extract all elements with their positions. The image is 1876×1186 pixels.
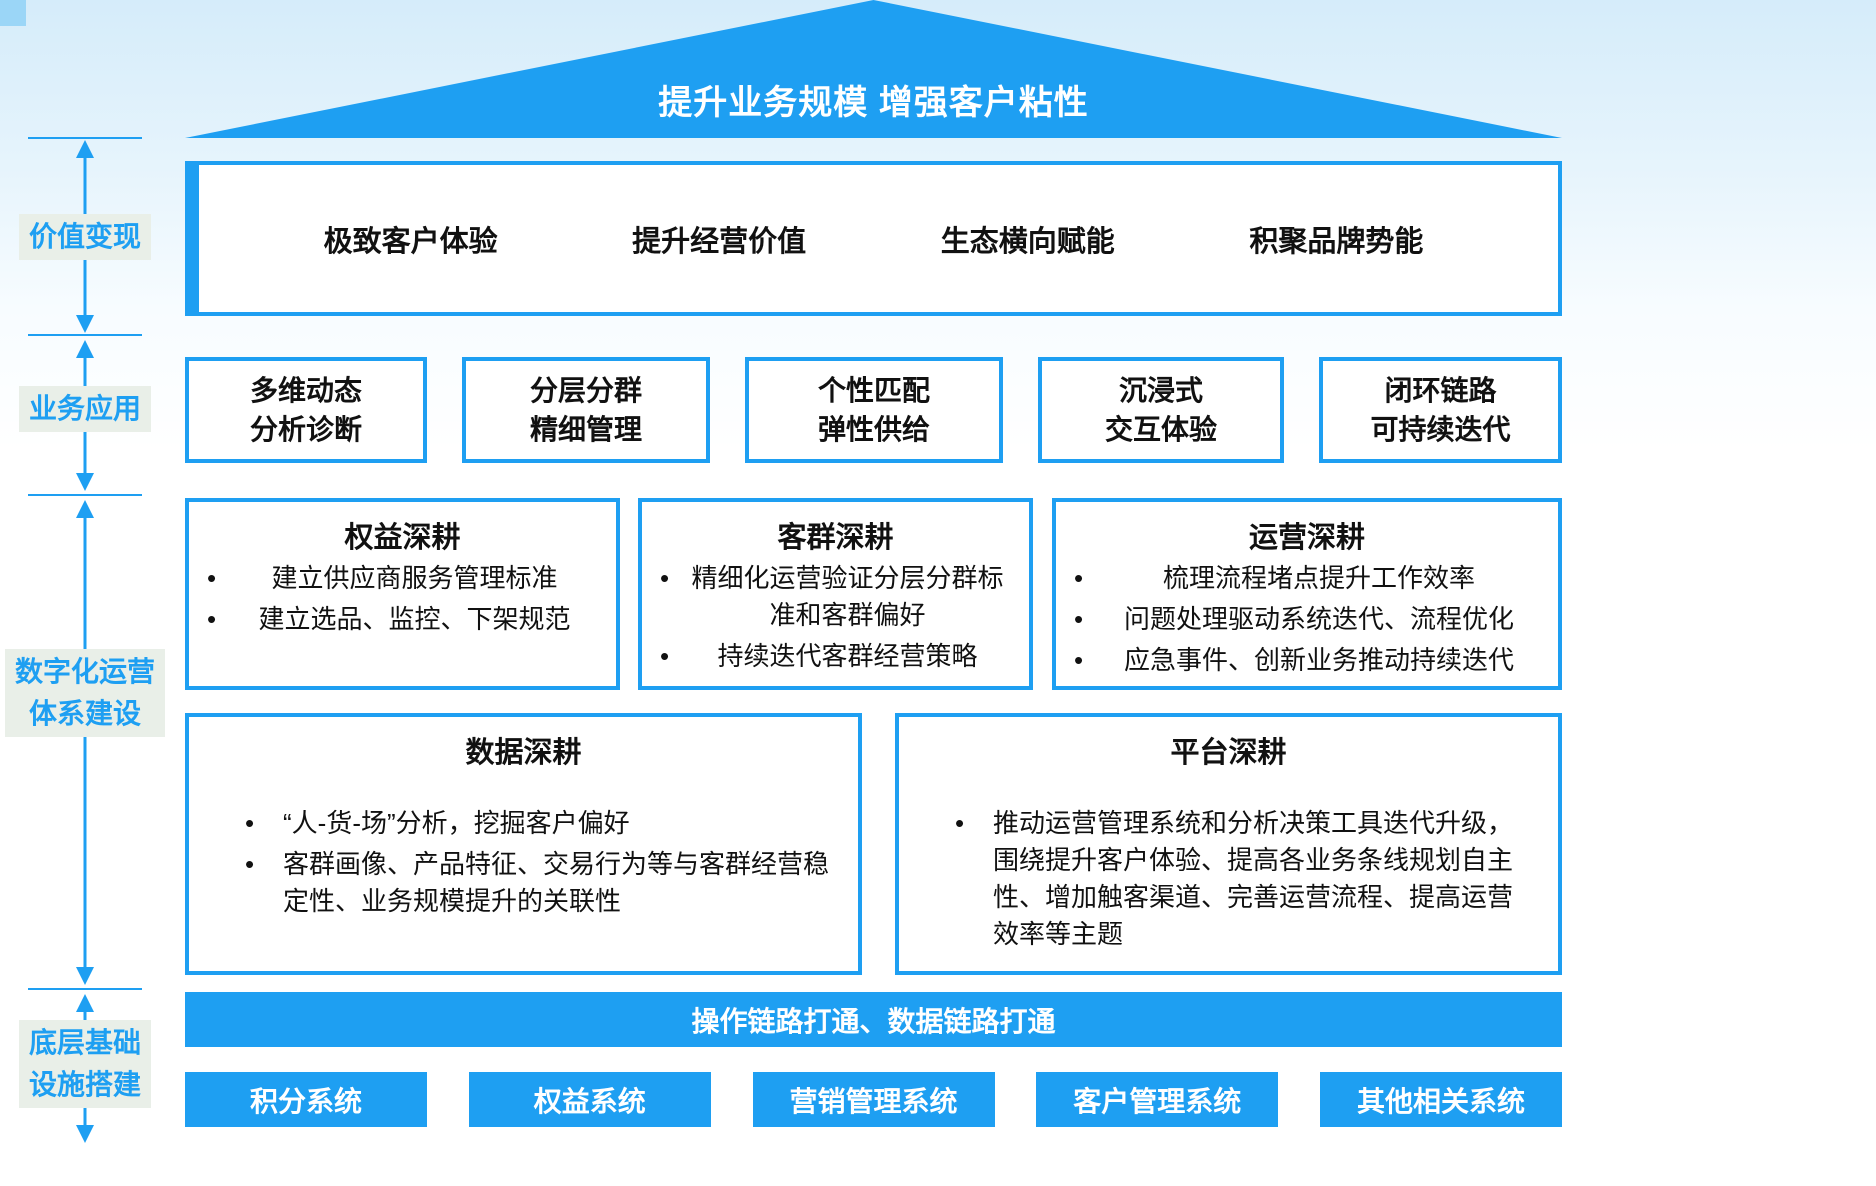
app-box-segmented-management: 分层分群 精细管理 (462, 357, 710, 463)
bullet-item: 精细化运营验证分层分群标准和客群偏好 (642, 560, 1029, 634)
value-outcomes-box: 极致客户体验 提升经营价值 生态横向赋能 积聚品牌势能 (185, 161, 1562, 316)
system-box-points: 积分系统 (185, 1072, 427, 1127)
card-title: 平台深耕 (1170, 737, 1287, 769)
card-bullet-list: 建立供应商服务管理标准 建立选品、监控、下架规范 (189, 560, 616, 638)
system-box-marketing: 营销管理系统 (752, 1072, 995, 1127)
bullet-item: 梳理流程堵点提升工作效率 (1056, 560, 1558, 597)
card-bullet-list: “人-货-场”分析，挖掘客户偏好 客群画像、产品特征、交易行为等与客群经营稳定性… (189, 805, 858, 920)
value-item-ecosystem-enablement: 生态横向赋能 (940, 225, 1115, 258)
card-platform-cultivation: 平台深耕 推动运营管理系统和分析决策工具迭代升级，围绕提升客户体验、提高各业务条… (895, 713, 1562, 975)
link-integration-bar: 操作链路打通、数据链路打通 (185, 992, 1562, 1047)
value-item-business-value: 提升经营价值 (632, 225, 807, 258)
bullet-item: 应急事件、创新业务推动持续迭代 (1056, 642, 1558, 679)
bullet-item: “人-货-场”分析，挖掘客户偏好 (189, 805, 858, 842)
app-box-immersive-interaction: 沉浸式 交互体验 (1038, 357, 1284, 463)
left-rail-arrows (28, 137, 142, 1143)
bullet-item: 建立供应商服务管理标准 (189, 560, 616, 597)
system-box-other: 其他相关系统 (1320, 1072, 1562, 1127)
card-benefit-cultivation: 权益深耕 建立供应商服务管理标准 建立选品、监控、下架规范 (185, 498, 620, 690)
card-bullet-list: 推动运营管理系统和分析决策工具迭代升级，围绕提升客户体验、提高各业务条线规划自主… (899, 805, 1558, 953)
bullet-item: 建立选品、监控、下架规范 (189, 601, 616, 638)
corner-decoration (0, 0, 26, 26)
card-operations-cultivation: 运营深耕 梳理流程堵点提升工作效率 问题处理驱动系统迭代、流程优化 应急事件、创… (1052, 498, 1562, 690)
app-box-dynamic-analysis: 多维动态 分析诊断 (185, 357, 427, 463)
app-box-personal-matching: 个性匹配 弹性供给 (745, 357, 1003, 463)
value-item-customer-experience: 极致客户体验 (323, 225, 498, 258)
bullet-item: 问题处理驱动系统迭代、流程优化 (1056, 601, 1558, 638)
bullet-item: 推动运营管理系统和分析决策工具迭代升级，围绕提升客户体验、提高各业务条线规划自主… (899, 805, 1558, 953)
card-title: 运营深耕 (1248, 522, 1365, 554)
system-box-crm: 客户管理系统 (1036, 1072, 1279, 1127)
card-title: 权益深耕 (344, 522, 461, 554)
systems-row: 积分系统 权益系统 营销管理系统 客户管理系统 其他相关系统 (185, 1072, 1562, 1127)
rail-label-digital-operations: 数字化运营 体系建设 (4, 649, 166, 737)
system-box-benefits: 权益系统 (468, 1072, 711, 1127)
roof-title: 提升业务规模 增强客户粘性 (658, 84, 1089, 122)
card-bullet-list: 梳理流程堵点提升工作效率 问题处理驱动系统迭代、流程优化 应急事件、创新业务推动… (1056, 560, 1558, 679)
card-title: 数据深耕 (465, 737, 582, 769)
app-capabilities-row: 多维动态 分析诊断 分层分群 精细管理 个性匹配 弹性供给 沉浸式 交互体验 闭… (185, 357, 1562, 463)
link-integration-label: 操作链路打通、数据链路打通 (691, 1005, 1056, 1037)
bullet-item: 客群画像、产品特征、交易行为等与客群经营稳定性、业务规模提升的关联性 (189, 846, 858, 920)
bullet-item: 持续迭代客群经营策略 (642, 638, 1029, 675)
card-bullet-list: 精细化运营验证分层分群标准和客群偏好 持续迭代客群经营策略 (642, 560, 1029, 675)
value-item-brand-momentum: 积聚品牌势能 (1249, 225, 1424, 258)
app-box-closed-loop-iteration: 闭环链路 可持续迭代 (1319, 357, 1562, 463)
rail-label-infrastructure: 底层基础 设施搭建 (18, 1020, 152, 1108)
rail-label-business-application: 业务应用 (18, 386, 152, 432)
rail-label-value-realization: 价值变现 (18, 214, 152, 260)
roof-banner: 提升业务规模 增强客户粘性 (185, 0, 1562, 138)
card-title: 客群深耕 (777, 522, 894, 554)
card-data-cultivation: 数据深耕 “人-货-场”分析，挖掘客户偏好 客群画像、产品特征、交易行为等与客群… (185, 713, 862, 975)
card-customer-cultivation: 客群深耕 精细化运营验证分层分群标准和客群偏好 持续迭代客群经营策略 (638, 498, 1033, 690)
